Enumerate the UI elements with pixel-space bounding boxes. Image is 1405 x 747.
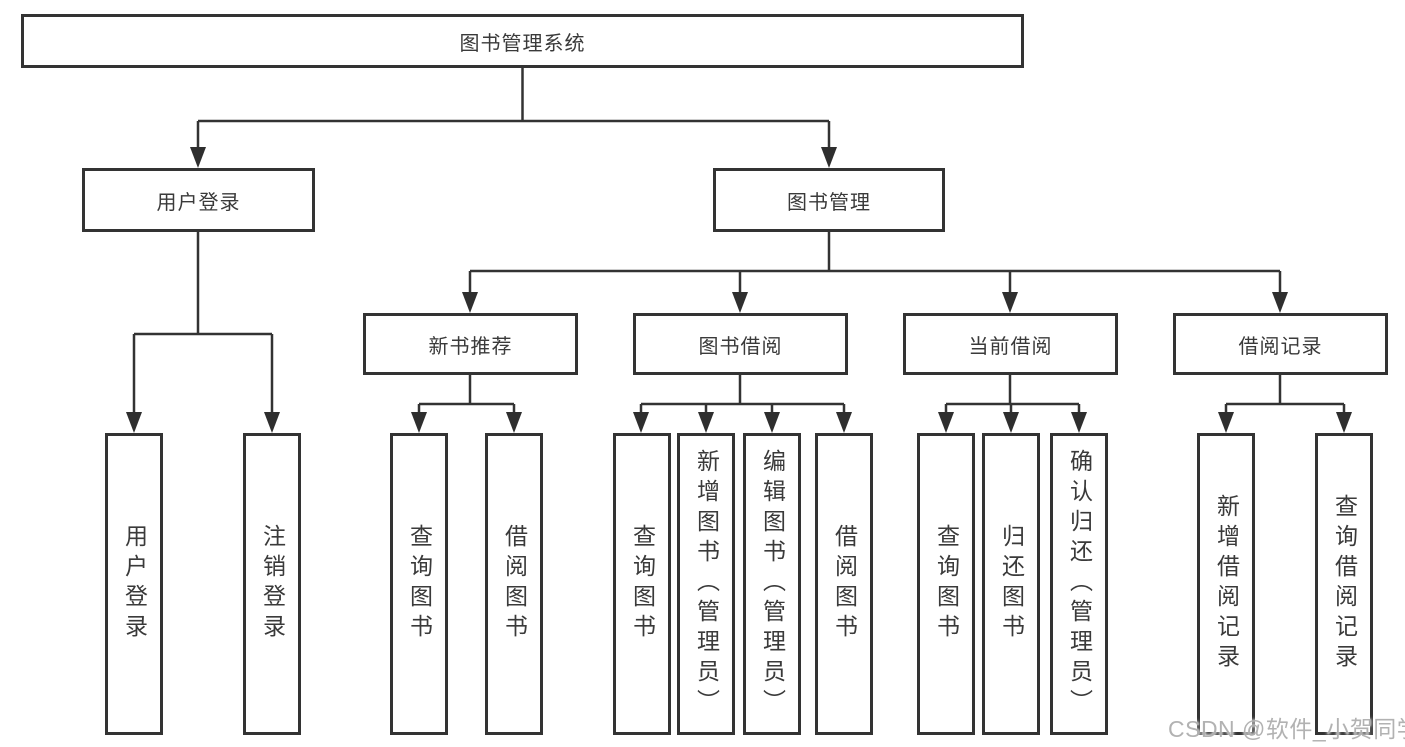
leaf-borrow-edit-books-admin: 编辑图书（管理员） (743, 433, 801, 735)
node-user-login: 用户登录 (82, 168, 315, 232)
leaf-borrow-edit-books-admin-label: 编辑图书（管理员） (759, 449, 786, 719)
node-book-borrow: 图书借阅 (633, 313, 848, 375)
leaf-current-confirm-return-admin-label: 确认归还（管理员） (1066, 449, 1093, 719)
leaf-logout-label: 注销登录 (259, 524, 286, 644)
leaf-borrow-query-books: 查询图书 (613, 433, 671, 735)
leaf-recommend-query-books: 查询图书 (390, 433, 448, 735)
leaf-records-add-record: 新增借阅记录 (1197, 433, 1255, 735)
node-current-borrow-label: 当前借阅 (968, 335, 1053, 358)
node-current-borrow: 当前借阅 (903, 313, 1118, 375)
node-borrow-records: 借阅记录 (1173, 313, 1388, 375)
leaf-current-confirm-return-admin: 确认归还（管理员） (1050, 433, 1108, 735)
node-book-borrow-label: 图书借阅 (698, 335, 783, 358)
leaf-borrow-borrow-books-label: 借阅图书 (831, 524, 858, 644)
leaf-borrow-add-books-admin: 新增图书（管理员） (677, 433, 735, 735)
csdn-watermark: CSDN @软件_小贺同学 (1168, 716, 1405, 742)
leaf-user-login: 用户登录 (105, 433, 163, 735)
leaf-logout: 注销登录 (243, 433, 301, 735)
leaf-current-query-books-label: 查询图书 (933, 524, 960, 644)
node-root: 图书管理系统 (21, 14, 1024, 68)
leaf-current-return-books: 归还图书 (982, 433, 1040, 735)
leaf-current-query-books: 查询图书 (917, 433, 975, 735)
node-new-book-recommend-label: 新书推荐 (428, 335, 513, 358)
leaf-records-add-record-label: 新增借阅记录 (1213, 494, 1240, 674)
node-book-management-label: 图书管理 (787, 191, 871, 214)
node-new-book-recommend: 新书推荐 (363, 313, 578, 375)
node-book-management: 图书管理 (713, 168, 945, 232)
node-user-login-label: 用户登录 (156, 191, 241, 214)
arrowheads (126, 147, 1352, 433)
leaf-borrow-borrow-books: 借阅图书 (815, 433, 873, 735)
leaf-recommend-borrow-books: 借阅图书 (485, 433, 543, 735)
leaf-user-login-label: 用户登录 (121, 524, 148, 644)
leaf-records-query-record: 查询借阅记录 (1315, 433, 1373, 735)
leaf-recommend-borrow-books-label: 借阅图书 (501, 524, 528, 644)
leaf-current-return-books-label: 归还图书 (998, 524, 1025, 644)
leaf-recommend-query-books-label: 查询图书 (406, 524, 433, 644)
leaf-borrow-query-books-label: 查询图书 (629, 524, 656, 644)
leaf-records-query-record-label: 查询借阅记录 (1331, 494, 1358, 674)
leaf-borrow-add-books-admin-label: 新增图书（管理员） (693, 449, 720, 719)
node-borrow-records-label: 借阅记录 (1238, 335, 1323, 358)
node-root-label: 图书管理系统 (459, 32, 586, 55)
